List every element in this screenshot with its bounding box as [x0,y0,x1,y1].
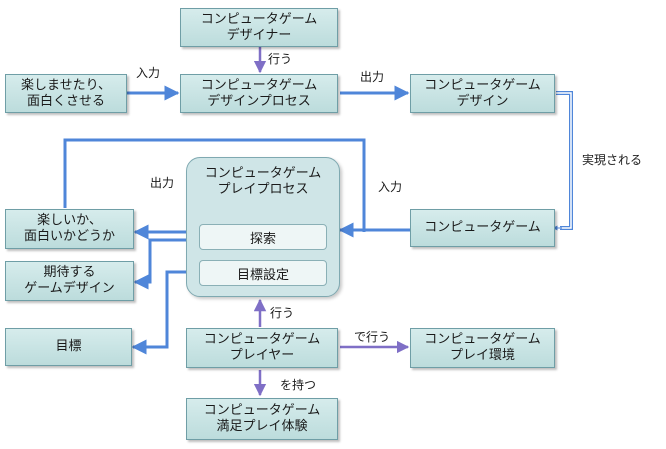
edge-play-expected [133,238,186,290]
label-realized: 実現される [582,153,643,167]
edge-design-game [556,91,573,230]
play-process-title-line2: プレイプロセス [217,182,309,197]
node-player: コンピュータゲームプレイヤー [186,328,338,368]
node-expected-design: 期待するゲームデザイン [5,261,134,301]
label-input-top: 入力 [136,66,161,80]
node-design-process: コンピュータゲームデザインプロセス [180,74,338,113]
edge-play-goal [131,270,198,355]
node-computer-game: コンピュータゲーム [410,209,555,247]
play-process-title-line1: コンピュータゲーム [204,166,322,181]
node-designer: コンピュータゲームデザイナー [180,8,338,47]
node-goal-setting: 目標設定 [199,260,327,286]
label-performs-top: 行う [268,52,293,66]
label-has: を持つ [280,378,317,392]
node-environment: コンピュータゲームプレイ環境 [410,328,555,368]
node-entertain: 楽しませたり、面白くさせる [5,74,127,113]
label-performs-with: で行う [354,330,391,344]
label-performs-bottom: 行う [270,306,295,320]
node-goal: 目標 [5,328,132,366]
label-input-mid: 入力 [378,180,403,194]
node-fun-check: 楽しいか、面白いかどうか [5,209,134,249]
label-output-top: 出力 [360,70,385,84]
node-satisfying: コンピュータゲーム満足プレイ体験 [186,398,338,440]
node-play-process: コンピュータゲーム プレイプロセス 探索 目標設定 [186,157,340,297]
node-explore: 探索 [199,224,327,250]
node-game-design: コンピュータゲームデザイン [410,74,555,113]
label-output-mid: 出力 [150,176,175,190]
edge-fun-loop [63,138,366,232]
